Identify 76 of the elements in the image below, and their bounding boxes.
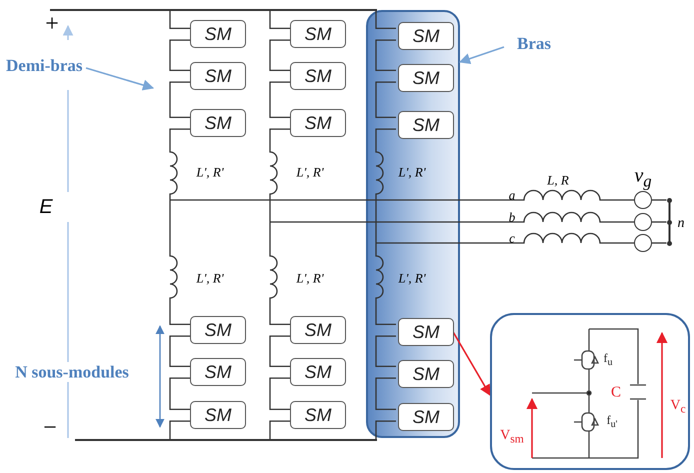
submodule-box: SM [190, 109, 246, 137]
wire [269, 11, 290, 30]
submodule-box: SM [398, 111, 454, 139]
voltage-source-symbol [634, 234, 652, 252]
submodule-box: SM [290, 109, 346, 137]
switch-label: f$_{u}$ [604, 352, 612, 368]
callout-text: Demi-bras [6, 56, 86, 80]
callout-text: Bras [504, 34, 564, 60]
submodule-box: SM [190, 62, 246, 90]
wire [269, 378, 290, 410]
wire [375, 82, 396, 118]
voltage-source-symbol [634, 191, 652, 209]
wire [375, 336, 396, 368]
phase-label: a [508, 188, 516, 202]
switch-label: f$_{u'}$ [606, 414, 618, 430]
submodule-box: SM [398, 22, 454, 50]
wire [376, 232, 634, 244]
submodule-box: SM [290, 316, 346, 344]
node-label: n [678, 217, 684, 231]
submodule-box: SM [190, 20, 246, 48]
voltage-label: V$_{c}$ [670, 398, 686, 416]
component-label: L', R' [296, 272, 324, 284]
wire [169, 336, 190, 368]
wire [375, 40, 396, 72]
wire [375, 378, 396, 410]
component-label: L', R' [296, 166, 324, 178]
wire [170, 190, 634, 201]
submodule-box: SM [398, 360, 454, 388]
leader-arrow [86, 67, 154, 90]
submodule-box: SM [290, 62, 346, 90]
neutral-bar [666, 197, 672, 246]
wire [169, 378, 190, 410]
wire [652, 221, 666, 223]
component-label: L', R' [398, 272, 426, 284]
submodule-box: SM [290, 20, 346, 48]
wire [652, 199, 666, 201]
submodule-box: SM [290, 358, 346, 386]
wire [169, 128, 190, 326]
wire [270, 212, 634, 223]
arm-highlight [366, 10, 460, 438]
submodule-box: SM [190, 401, 246, 429]
source-label: v$_{g}$ [634, 166, 652, 190]
voltage-label: E [39, 197, 53, 217]
leader-arrow [458, 46, 504, 64]
wire [269, 40, 290, 72]
phase-label: b [508, 210, 516, 224]
wire [169, 11, 190, 30]
phase-label: c [509, 232, 515, 244]
wire [169, 420, 190, 439]
wire [269, 82, 290, 118]
wire [169, 40, 190, 72]
submodule-detail-panel [490, 313, 690, 470]
wire [375, 128, 396, 326]
wire [652, 242, 666, 244]
sign: − [43, 416, 57, 440]
wire [269, 420, 290, 439]
capacitor-label: C [611, 386, 621, 400]
submodule-box: SM [398, 64, 454, 92]
component-label: L', R' [398, 166, 426, 178]
submodule-box: SM [290, 401, 346, 429]
wire [375, 11, 396, 30]
wire [169, 82, 190, 118]
voltage-label: V$_{sm}$ [500, 428, 524, 446]
submodule-box: SM [190, 358, 246, 386]
wire [375, 420, 396, 439]
component-label: L, R [547, 174, 569, 186]
component-label: L', R' [196, 272, 224, 284]
submodule-box: SM [398, 318, 454, 346]
component-label: L', R' [196, 166, 224, 178]
sign: + [45, 12, 59, 36]
callout-text: N sous-modules [15, 364, 129, 380]
wire [269, 336, 290, 368]
submodule-box: SM [190, 316, 246, 344]
voltage-source-symbol [634, 213, 652, 231]
wire [269, 128, 290, 326]
submodule-box: SM [398, 403, 454, 431]
